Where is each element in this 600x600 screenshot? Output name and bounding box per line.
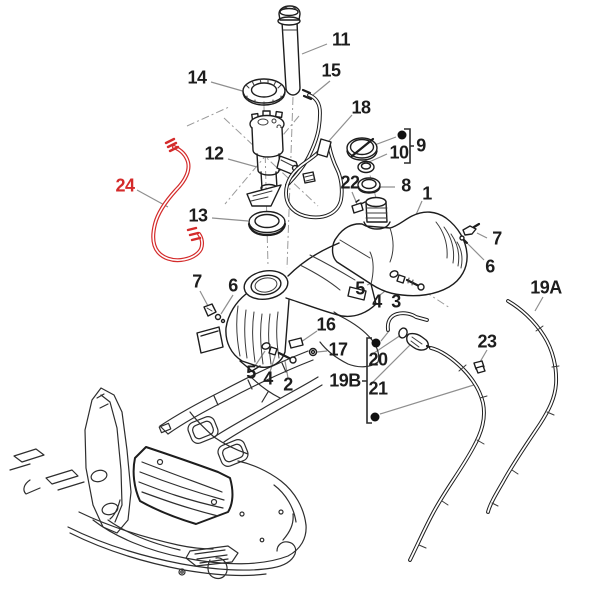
kit-dot-19B-bottom: [370, 412, 380, 422]
cap-ring: [357, 160, 375, 174]
tank-opening-ring: [243, 269, 289, 301]
hose-15: [285, 88, 322, 187]
fuel-cap: [346, 137, 378, 161]
highlighted-hose-24: [151, 137, 205, 263]
clip-7-right: [462, 222, 481, 236]
clip-23: [473, 360, 486, 374]
kit-dot-19B-top: [371, 338, 381, 348]
gasket-ring: [247, 210, 287, 237]
ring-nut: [242, 78, 286, 107]
leader-lines: [136, 43, 544, 415]
cap-gasket: [357, 177, 381, 194]
bolt-set-middle: [389, 270, 425, 291]
fuel-pump: [246, 110, 300, 207]
clamp-22: [351, 199, 366, 214]
screw-6-right: [459, 235, 469, 245]
clip-7-left: [203, 303, 217, 317]
kit-dot-9: [397, 130, 407, 140]
ring-17: [308, 347, 318, 357]
fuel-filter-21: [406, 332, 434, 351]
hose-kit-19B: [385, 311, 488, 562]
kit-bracket-19B: [362, 337, 381, 424]
hose-18: [284, 138, 344, 220]
tank-neck: [363, 196, 391, 230]
fuel-tank: [196, 196, 468, 372]
pad-16: [288, 337, 304, 349]
kit-bracket-9: [397, 128, 414, 164]
screw-6-left: [214, 313, 226, 324]
filler-tube: [277, 5, 301, 96]
scooter-frame: [9, 311, 380, 580]
bolt-set-left: [261, 342, 297, 364]
hose-19A: [486, 299, 560, 514]
